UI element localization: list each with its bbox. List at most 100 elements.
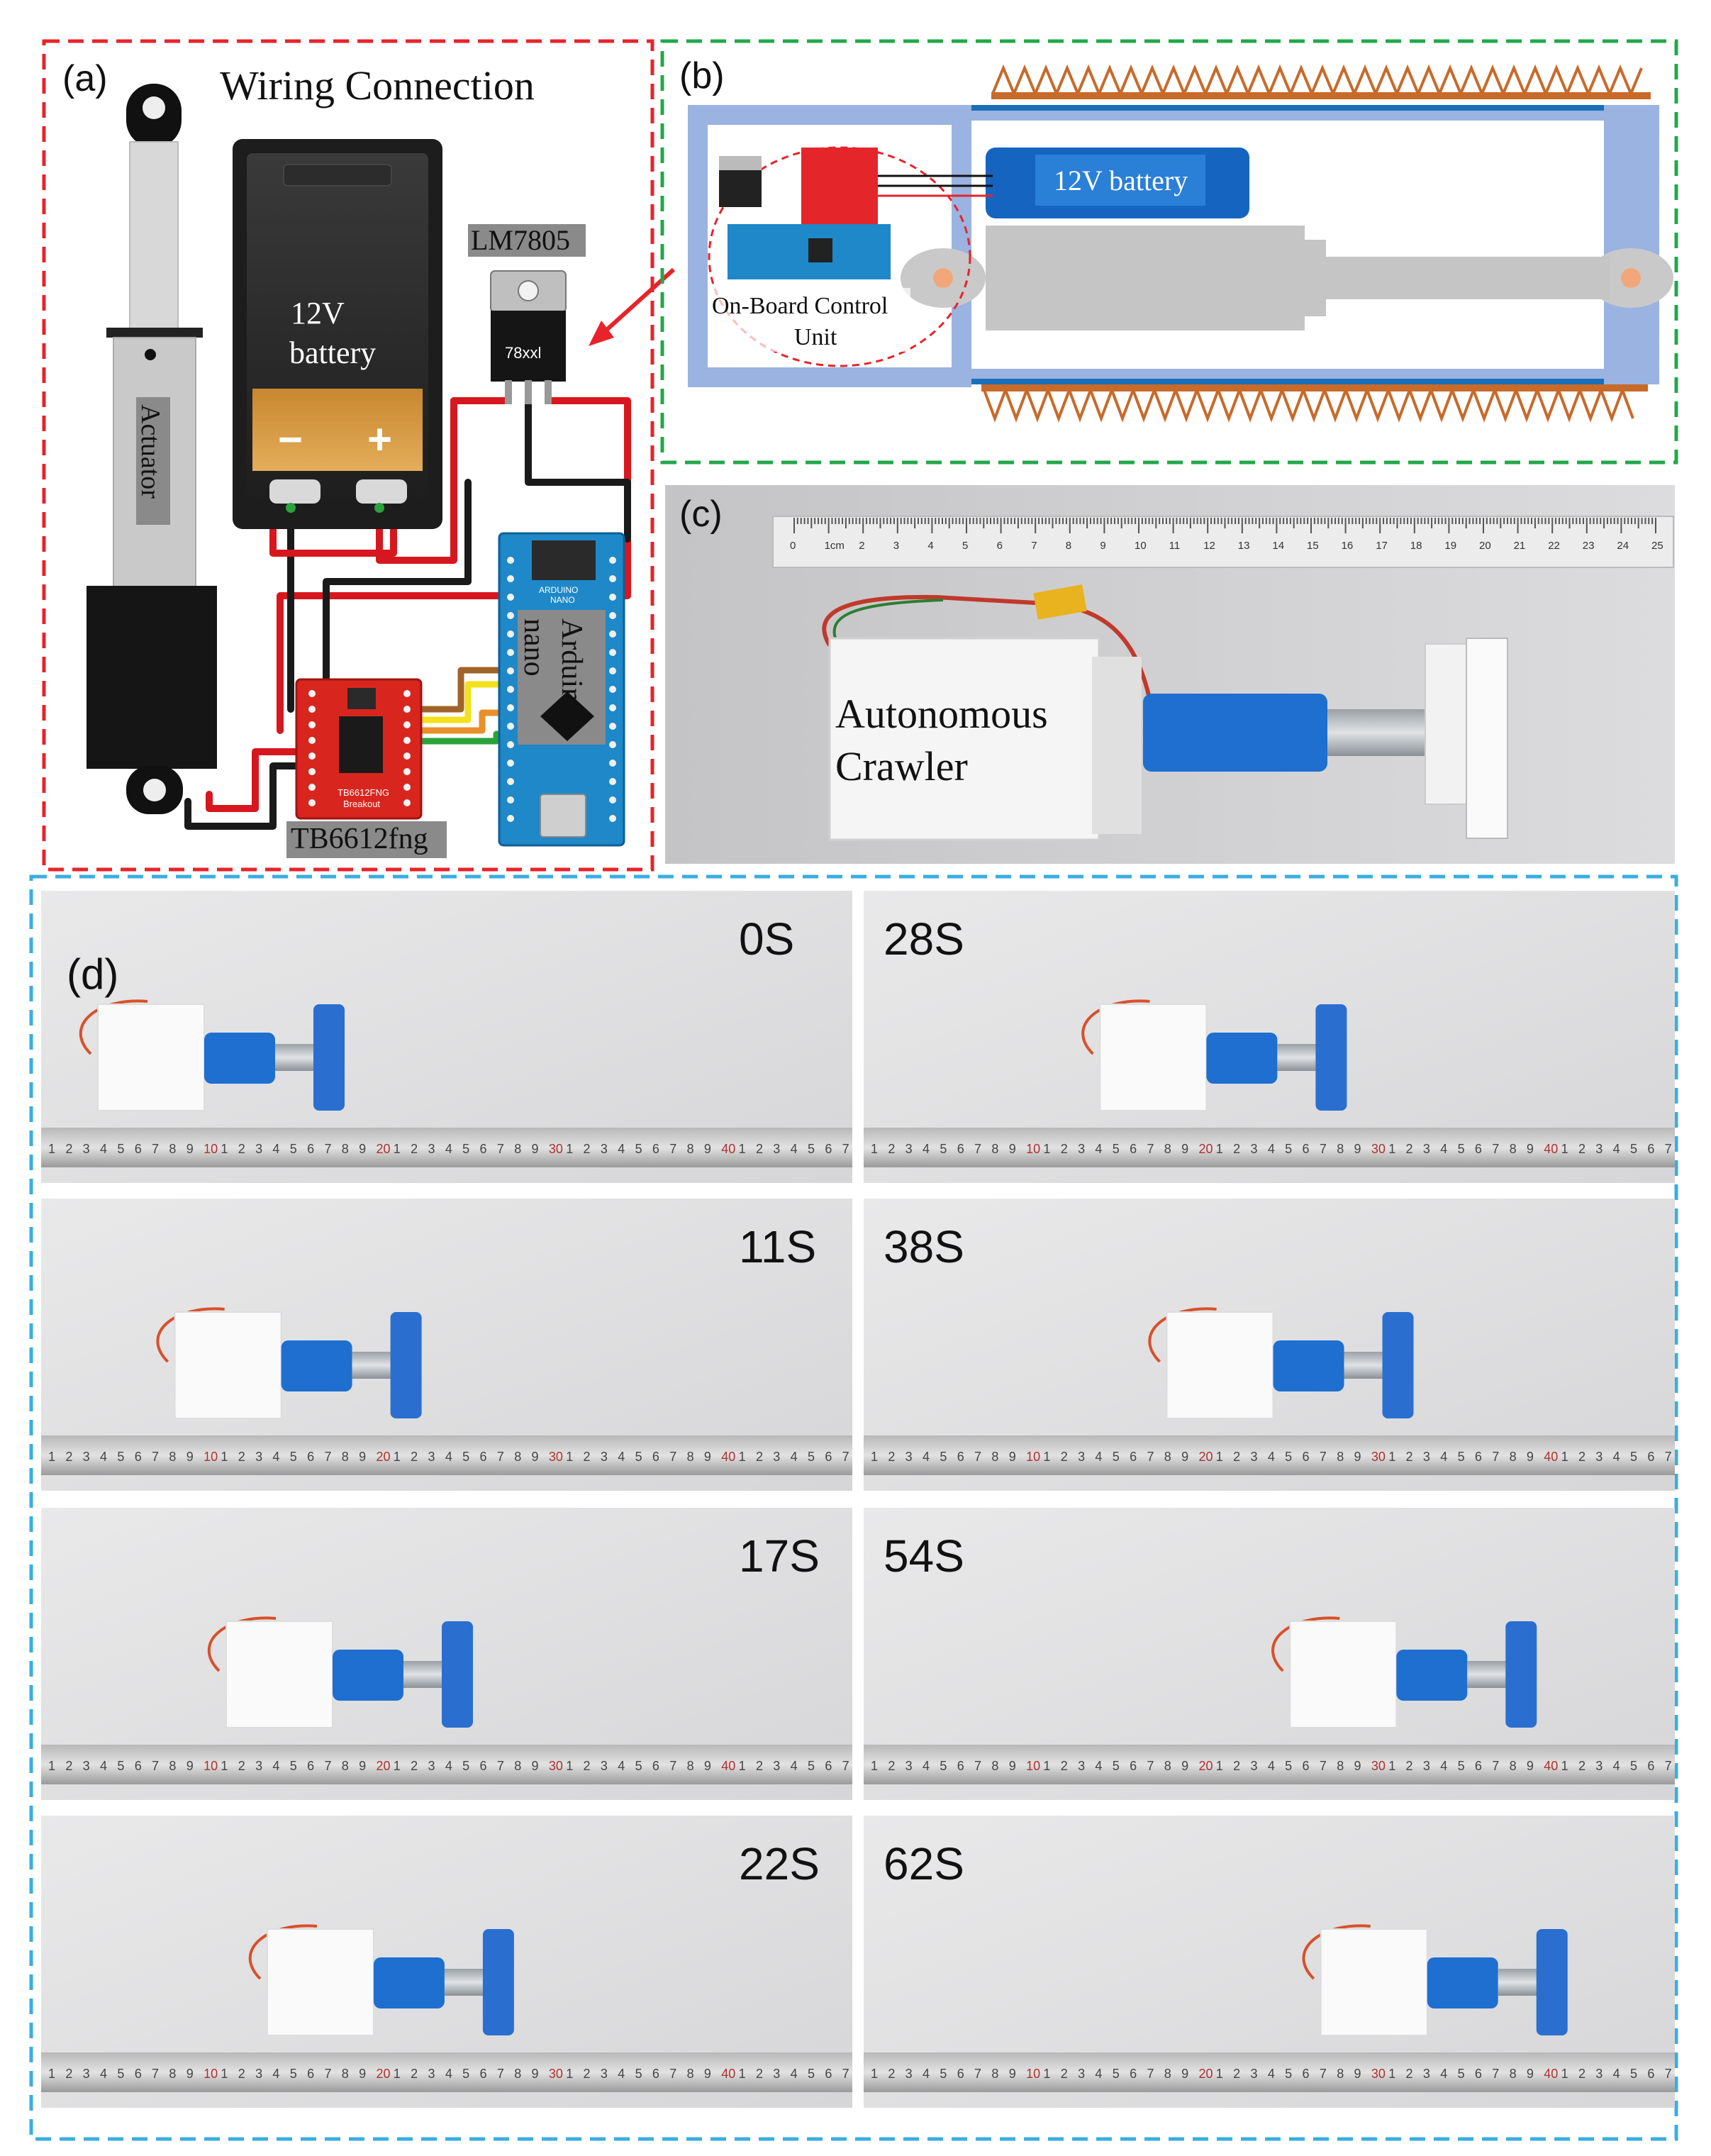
crawler-battery <box>1206 1033 1278 1084</box>
frame-ruler-digit: 9 <box>704 2067 711 2081</box>
frame-ruler-digit: 4 <box>1613 2067 1620 2081</box>
arduino-nano: ARDUINO NANO Arduino nano <box>498 532 625 847</box>
frame-ruler-digit: 40 <box>721 2067 735 2081</box>
frame-ruler-digit: 4 <box>1440 1450 1447 1464</box>
frame-ruler-digit: 2 <box>1406 2067 1413 2081</box>
frame-ruler-digit: 40 <box>1544 1142 1558 1156</box>
battery-minus-sign: − <box>278 416 303 463</box>
actuator-label-bg <box>136 397 170 525</box>
frame-ruler-digit: 7 <box>974 2067 981 2081</box>
frame-ruler-digit: 2 <box>411 1142 418 1156</box>
frame-ruler-digit: 40 <box>721 1759 735 1773</box>
crawler-wire <box>156 1307 225 1363</box>
wire-black-actuator <box>184 762 316 830</box>
frame-ruler-digit: 6 <box>1475 1759 1482 1773</box>
frame-ruler-digit: 9 <box>532 1759 539 1773</box>
frame-ruler-digit: 2 <box>238 1759 245 1773</box>
wire-brown-signal <box>415 667 514 713</box>
driver-pin <box>308 737 316 744</box>
arduino-pin <box>507 630 514 638</box>
frame-ruler-digit: 9 <box>1009 1450 1016 1464</box>
driver-pin <box>403 752 411 760</box>
ruler-c <box>772 516 1674 568</box>
ruler-c-label: 15 <box>1307 540 1319 552</box>
frame-ruler-digit: 2 <box>756 1450 763 1464</box>
frame-ruler-digit: 1 <box>1043 2067 1050 2081</box>
driver-pin <box>308 721 316 728</box>
frame-ruler-digit: 4 <box>1095 1759 1102 1773</box>
frame-ruler-digit: 8 <box>991 1450 998 1464</box>
frame-ruler-digit: 8 <box>342 2067 349 2081</box>
arduino-pin <box>507 778 514 785</box>
frame-ruler-digit: 3 <box>428 2067 435 2081</box>
frame-ruler-digit: 6 <box>825 1450 832 1464</box>
ruler-c-label: 13 <box>1238 540 1250 552</box>
panel-b-label: (b) <box>679 55 725 96</box>
ruler-c-label: 1cm <box>825 540 845 552</box>
frame-ruler-digit: 6 <box>135 1450 142 1464</box>
frame-ruler-digit: 1 <box>394 1450 401 1464</box>
arduino-pin <box>609 723 616 730</box>
ruler-c-label: 8 <box>1066 540 1071 552</box>
frame-ruler-digit: 6 <box>1647 1759 1654 1773</box>
frame-ruler-digit: 2 <box>584 1759 591 1773</box>
frame-ruler-digit: 8 <box>342 1759 349 1773</box>
crawler-blue-foot <box>442 1621 473 1728</box>
frame-ruler-digit: 8 <box>1510 2067 1517 2081</box>
frame-ruler-digit: 5 <box>290 2067 297 2081</box>
frame-ruler-digit: 3 <box>905 2067 913 2081</box>
b-battery-highlight <box>1035 155 1205 206</box>
crawler-wire <box>1271 1616 1340 1672</box>
driver-label: TB6612fng <box>291 823 428 855</box>
ruler-c-label: 25 <box>1651 540 1663 552</box>
frame-ruler-digit: 9 <box>186 2067 194 2081</box>
frame-ruler-digit: 6 <box>480 1142 487 1156</box>
wire-red-battery-regulator <box>376 397 511 564</box>
frame-ruler-digit: 6 <box>1303 1142 1310 1156</box>
cu-regulator-tab <box>719 156 762 170</box>
actuator-end-hole <box>143 779 166 801</box>
frame-ruler-digit: 2 <box>65 2067 72 2081</box>
frame-ruler-digit: 8 <box>342 1142 349 1156</box>
crawler-wire <box>1148 1307 1217 1363</box>
arduino-header-block <box>532 540 596 580</box>
frame-ruler-digit: 6 <box>307 2067 314 2081</box>
frame-ruler-digit: 7 <box>669 1450 676 1464</box>
frame-ruler-digit: 1 <box>1561 2067 1568 2081</box>
crawler-battery <box>333 1650 403 1701</box>
frame-ruler-digit: 3 <box>428 1450 435 1464</box>
frame-ruler-digit: 5 <box>635 1142 642 1156</box>
frame-ruler-digit: 3 <box>773 1450 780 1464</box>
regulator-label: LM7805 <box>471 224 570 256</box>
wire-black-regulator-ground <box>525 397 631 543</box>
frame-ruler <box>41 2052 852 2092</box>
frame-ruler-digit: 5 <box>940 1450 947 1464</box>
frame-ruler-digit: 2 <box>411 1450 418 1464</box>
frame-crawler <box>248 1924 514 2036</box>
frame-ruler-digit: 6 <box>307 1759 314 1773</box>
ruler-c-label: 10 <box>1135 540 1147 552</box>
frame-ruler-digit: 20 <box>376 2067 390 2081</box>
frame-ruler-digit: 2 <box>1061 1759 1068 1773</box>
frame-ruler-digit: 2 <box>411 2067 418 2081</box>
frame-ruler-digit: 1 <box>394 2067 401 2081</box>
frame-ruler-digit: 9 <box>704 1142 711 1156</box>
crawler-rod <box>1344 1352 1384 1379</box>
frame-ruler-digit: 1 <box>1216 2067 1223 2081</box>
frame-ruler-digit: 4 <box>100 1759 107 1773</box>
frame-ruler-digit: 10 <box>204 1759 218 1773</box>
frame-ruler-digit: 6 <box>135 1759 142 1773</box>
frame-ruler-digit: 4 <box>1613 1142 1620 1156</box>
wiring-title: Wiring Connection <box>220 62 535 109</box>
frame-ruler-digit: 4 <box>1613 1759 1620 1773</box>
arduino-pin <box>507 741 514 748</box>
frame-ruler-digit: 3 <box>428 1142 435 1156</box>
frame-ruler-digit: 5 <box>462 1450 469 1464</box>
frame-ruler-digit: 6 <box>1475 1450 1482 1464</box>
ruler-c-label: 2 <box>859 540 864 552</box>
regulator-label-bg <box>468 224 586 257</box>
frame-ruler-digit: 7 <box>974 1759 981 1773</box>
frame-ruler-digit: 6 <box>307 1142 314 1156</box>
crawler-rod <box>1277 1044 1317 1071</box>
frame-ruler-digit: 9 <box>532 2067 539 2081</box>
